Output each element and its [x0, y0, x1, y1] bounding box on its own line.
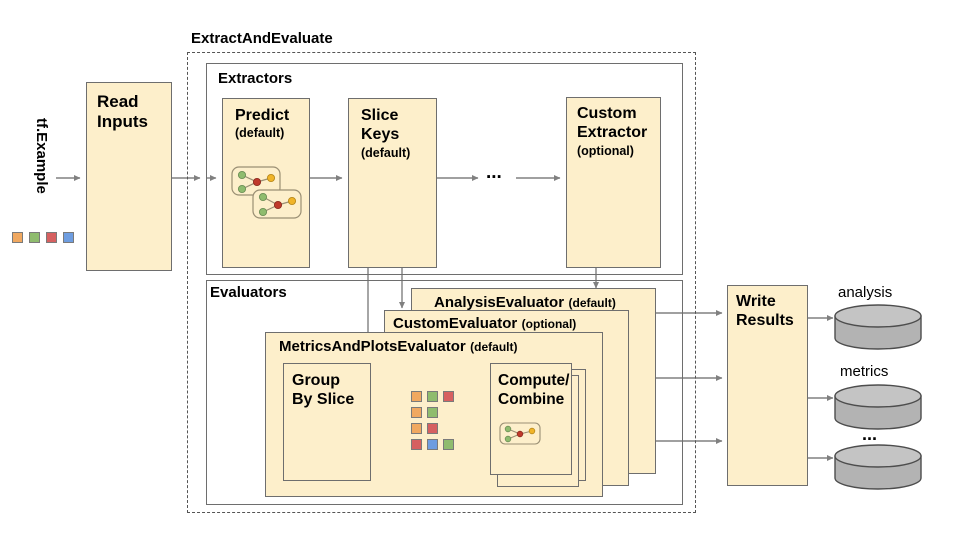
slice-chip	[427, 391, 438, 402]
sink-cylinder-analysis[interactable]	[833, 304, 923, 350]
compute-combine-line2: Combine	[498, 391, 565, 408]
sink-cylinder-metrics[interactable]	[833, 384, 923, 430]
extract-and-evaluate-label: ExtractAndEvaluate	[191, 30, 333, 47]
metrics-evaluator-qualifier: (default)	[470, 340, 518, 354]
input-chip-row	[12, 232, 74, 246]
slice-chip	[427, 439, 438, 450]
analysis-evaluator-qualifier: (default)	[568, 296, 616, 310]
metrics-evaluator-title-row: MetricsAndPlotsEvaluator (default)	[279, 338, 518, 356]
write-results-node[interactable]: Write Results	[727, 285, 808, 486]
slice-chip	[443, 439, 454, 450]
extract-and-evaluate-group	[187, 52, 696, 513]
analysis-evaluator-title-row: AnalysisEvaluator (default)	[434, 294, 616, 312]
evaluator-card-metrics-and-plots[interactable]: MetricsAndPlotsEvaluator (default) Group…	[265, 332, 603, 497]
input-chip-orange	[12, 232, 23, 243]
custom-extractor-line1: Custom	[577, 105, 637, 122]
slice-keys-qualifier: (default)	[361, 146, 411, 160]
input-chip-blue	[63, 232, 74, 243]
slice-chip	[427, 423, 438, 434]
slice-chip	[427, 407, 438, 418]
group-by-slice-node[interactable]: Group By Slice	[283, 363, 371, 481]
sink-label-ellipsis: ...	[862, 424, 878, 444]
read-inputs-line2: Inputs	[97, 112, 148, 131]
custom-extractor-qualifier: (optional)	[577, 144, 634, 158]
sink-cylinder-more[interactable]	[833, 444, 923, 490]
slice-chip	[411, 391, 422, 402]
input-label: tf.Example	[33, 118, 50, 194]
extractor-custom[interactable]: Custom Extractor (optional)	[566, 97, 661, 268]
custom-extractor-line2: Extractor	[577, 124, 648, 141]
group-by-slice-line1: Group	[292, 372, 340, 389]
extractors-section-label: Extractors	[218, 70, 293, 87]
group-by-slice-line2: By Slice	[292, 391, 355, 408]
slice-keys-line2: Keys	[361, 126, 400, 143]
custom-evaluator-name: CustomEvaluator	[393, 315, 518, 332]
predict-qualifier: (default)	[235, 126, 285, 140]
evaluators-section-label: Evaluators	[210, 284, 287, 301]
evaluators-section	[206, 280, 683, 505]
predict-title: Predict	[235, 107, 290, 124]
metrics-evaluator-name: MetricsAndPlotsEvaluator	[279, 338, 466, 355]
read-inputs-line1: Read	[97, 92, 139, 111]
extractor-slice-keys[interactable]: Slice Keys (default)	[348, 98, 437, 268]
predict-graph-icon	[231, 166, 302, 219]
extractors-ellipsis: ...	[486, 162, 502, 183]
compute-combine-graph-icon	[499, 422, 541, 445]
sink-label-analysis: analysis	[838, 284, 893, 301]
compute-combine-line1: Compute/	[498, 372, 570, 389]
input-chip-red	[46, 232, 57, 243]
read-inputs-node[interactable]: Read Inputs	[86, 82, 172, 271]
write-results-line1: Write	[736, 293, 776, 310]
sink-label-metrics: metrics	[840, 363, 889, 380]
write-results-line2: Results	[736, 312, 794, 329]
analysis-evaluator-name: AnalysisEvaluator	[434, 294, 565, 311]
slice-chip	[411, 423, 422, 434]
custom-evaluator-title-row: CustomEvaluator (optional)	[393, 315, 576, 333]
slice-chip	[411, 439, 422, 450]
extractor-predict[interactable]: Predict (default)	[222, 98, 310, 268]
input-chip-green	[29, 232, 40, 243]
extractors-section	[206, 63, 683, 275]
slice-chip	[411, 407, 422, 418]
custom-evaluator-qualifier: (optional)	[521, 317, 577, 331]
slice-chip	[443, 391, 454, 402]
slice-keys-line1: Slice	[361, 107, 399, 124]
compute-combine-node[interactable]: Compute/ Combine	[490, 363, 572, 475]
slice-chip-grid	[411, 391, 471, 453]
